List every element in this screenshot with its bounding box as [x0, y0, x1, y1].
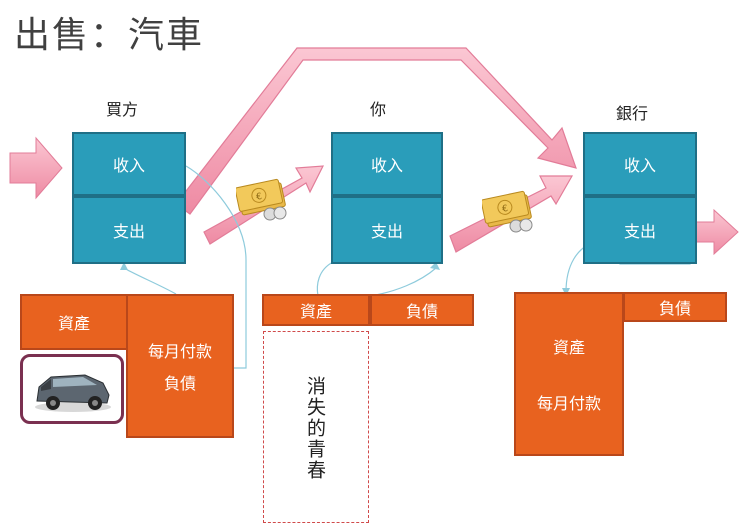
lost-youth-box [263, 331, 369, 523]
you-liabilities-box: 負債 [370, 294, 474, 326]
buyer-expense-box: 支出 [72, 196, 186, 264]
you-expense-box: 支出 [331, 196, 443, 264]
you-income-box: 收入 [331, 132, 443, 196]
bank-expense-box: 支出 [583, 196, 697, 264]
bank-monthly-payment-label: 每月付款 [536, 394, 601, 413]
lost-youth-label: 消失的青春 [304, 376, 326, 481]
buyer-to-bank-arrow [175, 47, 577, 215]
car-icon [35, 374, 111, 412]
buyer-monthly-payment-label: 每月付款 [147, 342, 212, 361]
page-title: 出售：汽車 [14, 15, 205, 56]
outgoing-arrow [689, 208, 739, 256]
buyer-liabilities-label: 負債 [163, 374, 196, 393]
bank-assets-box: 資產 每月付款 [514, 292, 624, 456]
buyer-heading: 買方 [106, 100, 139, 119]
buyer-assets-box: 資產 [20, 294, 128, 350]
bank-heading: 銀行 [616, 104, 649, 123]
money-icon: € [236, 178, 287, 221]
bank-assets-label: 資產 [552, 338, 585, 357]
incoming-arrow [9, 136, 63, 200]
bank-liabilities-box: 負債 [623, 292, 727, 322]
money-icon: € [482, 190, 533, 233]
bank-income-box: 收入 [583, 132, 697, 196]
svg-text:€: € [501, 204, 509, 215]
you-heading: 你 [370, 100, 387, 119]
you-assets-box: 資產 [262, 294, 370, 326]
buyer-income-box: 收入 [72, 132, 186, 196]
buyer-monthly-debt-box: 每月付款 負債 [126, 294, 234, 438]
car-image [20, 354, 124, 424]
svg-text:€: € [255, 192, 263, 203]
